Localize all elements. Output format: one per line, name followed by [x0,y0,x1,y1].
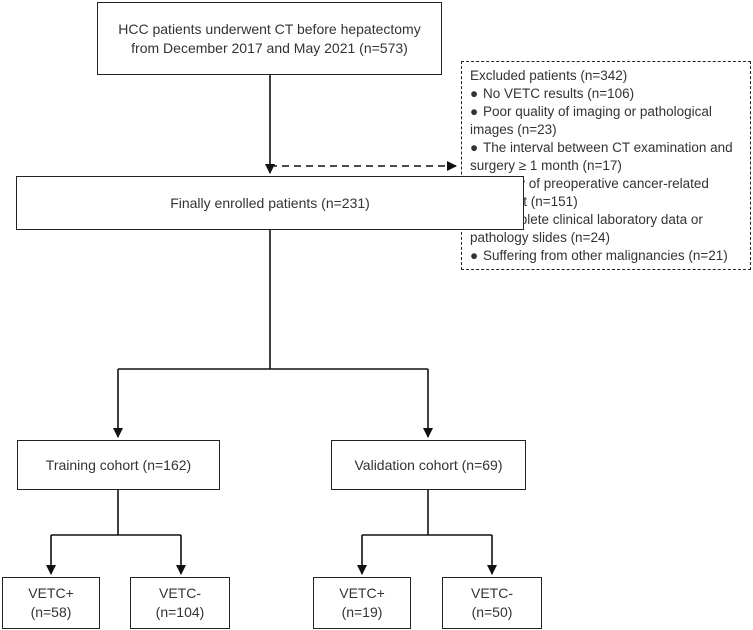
bullet-icon: ● [470,248,479,263]
excluded-box: Excluded patients (n=342) ●No VETC resul… [461,61,751,270]
validation-vetc-pos-count: (n=19) [341,604,383,620]
training-cohort-label: Training cohort (n=162) [45,456,192,473]
validation-vetc-neg-count: (n=50) [471,604,513,620]
training-vetc-pos-label: VETC+ [28,585,74,601]
training-vetc-neg-box: VETC- (n=104) [130,577,230,629]
excluded-item: ●No VETC results (n=106) [470,86,635,101]
excluded-item: ●The interval between CT examination and [470,140,733,155]
enrolled-label: Finally enrolled patients (n=231) [170,194,370,211]
validation-cohort-label: Validation cohort (n=69) [354,456,503,473]
excluded-item: ●Poor quality of imaging or pathological [470,104,712,119]
training-cohort-box: Training cohort (n=162) [17,440,220,490]
bullet-icon: ● [470,86,479,101]
training-vetc-neg-count: (n=104) [155,604,205,620]
top-box-line1: HCC patients underwent CT before hepatec… [118,20,421,37]
enrolled-box: Finally enrolled patients (n=231) [16,176,524,230]
validation-cohort-box: Validation cohort (n=69) [331,440,526,490]
excluded-item: ●Suffering from other malignancies (n=21… [470,248,728,263]
validation-vetc-pos-box: VETC+ (n=19) [313,577,411,629]
bullet-icon: ● [470,104,479,119]
bullet-icon: ● [470,140,479,155]
top-box: HCC patients underwent CT before hepatec… [97,2,442,75]
validation-vetc-neg-label: VETC- [471,585,513,601]
training-vetc-pos-box: VETC+ (n=58) [2,577,100,629]
excluded-title: Excluded patients (n=342) [470,68,628,83]
excluded-item-continuation: images (n=23) [470,122,557,137]
excluded-item-continuation: surgery ≥ 1 month (n=17) [470,158,622,173]
top-box-line2: from December 2017 and May 2021 (n=573) [131,39,408,56]
training-vetc-neg-label: VETC- [159,585,201,601]
validation-vetc-pos-label: VETC+ [339,585,385,601]
excluded-item-continuation: pathology slides (n=24) [470,230,610,245]
training-vetc-pos-count: (n=58) [30,604,72,620]
validation-vetc-neg-box: VETC- (n=50) [442,577,542,629]
